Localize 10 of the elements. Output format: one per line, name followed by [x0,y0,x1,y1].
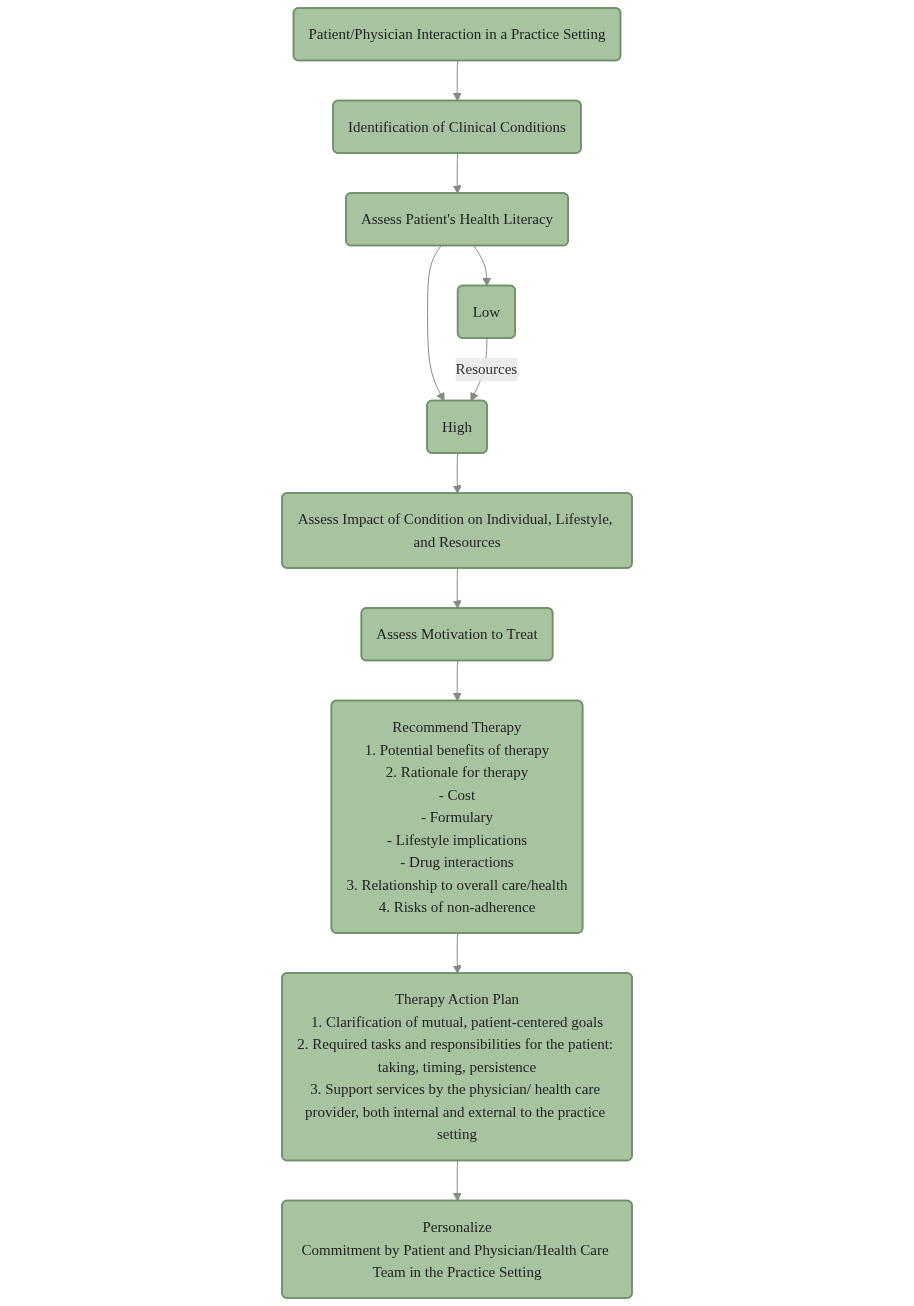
arrow [452,933,462,974]
arrow [427,245,445,402]
arrow [452,1160,462,1202]
arrow [452,568,462,609]
edge-label: Resources [455,361,518,377]
arrow [452,453,462,494]
arrow [452,153,462,194]
arrow [452,660,462,702]
arrow [473,245,492,287]
arrow [452,60,462,102]
